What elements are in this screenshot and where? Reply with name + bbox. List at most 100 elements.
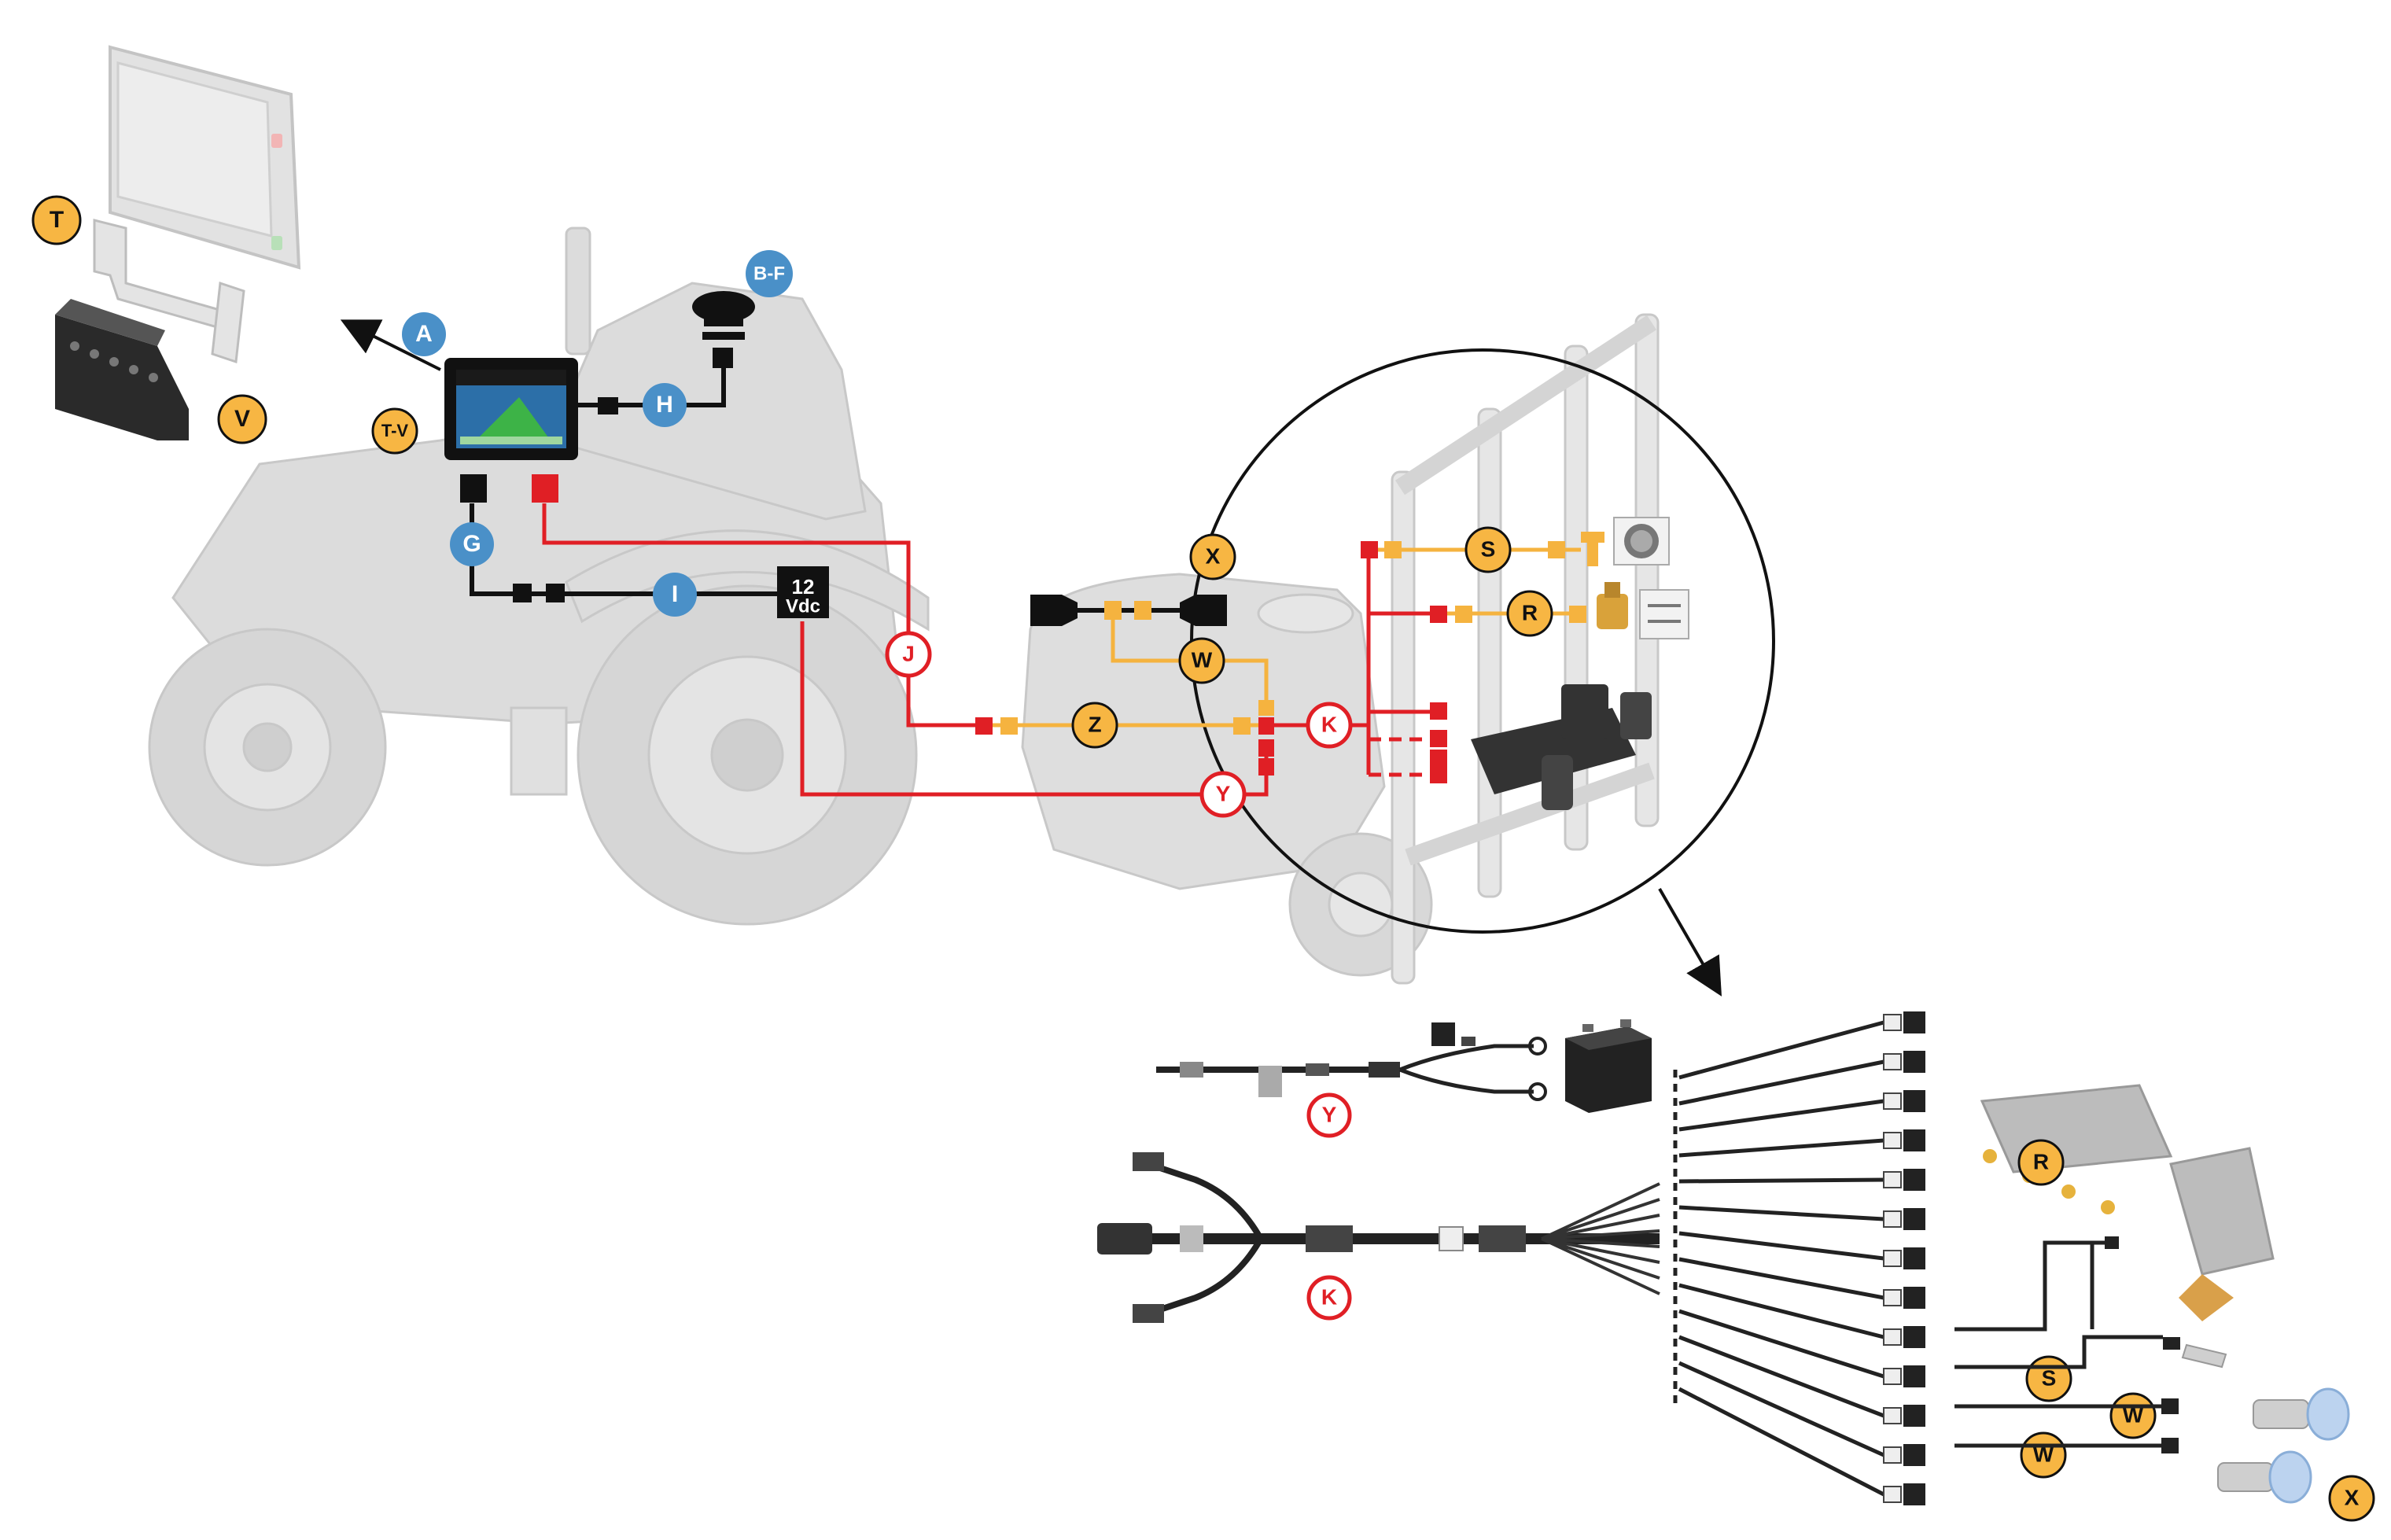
branch-plug xyxy=(1903,1326,1925,1348)
mounting-bracket-illustration xyxy=(93,219,245,364)
harness-branch xyxy=(1678,1059,1884,1106)
detail-label-K-text: K xyxy=(1321,1284,1337,1309)
ecu-module-illustration xyxy=(55,299,189,440)
flow-symbol-icon xyxy=(1639,589,1689,639)
harness-branch xyxy=(1678,1283,1884,1339)
detail-label-W-1[interactable]: W xyxy=(2109,1392,2157,1439)
valve-manifold-illustration xyxy=(1471,684,1652,810)
label-A[interactable]: A xyxy=(402,312,446,356)
black-connectors xyxy=(460,348,1227,626)
label-T-V[interactable]: T-V xyxy=(371,407,418,455)
harness-branches xyxy=(1673,1011,1925,1505)
detail-label-R-text: R xyxy=(2033,1149,2049,1173)
label-G[interactable]: G xyxy=(450,522,494,566)
detail-label-S-text: S xyxy=(2042,1365,2057,1390)
label-I[interactable]: I xyxy=(653,573,697,617)
harness-branch xyxy=(1678,1387,1885,1497)
branch-connector xyxy=(1883,1250,1902,1267)
branch-connector xyxy=(1883,1328,1902,1346)
branch-plug xyxy=(1903,1169,1925,1191)
label-Y-text: Y xyxy=(1216,781,1231,805)
branch-connector xyxy=(1883,1171,1902,1188)
power-label-line1: 12 xyxy=(792,575,815,599)
branch-plug xyxy=(1903,1287,1925,1309)
detail-wire-ends xyxy=(2161,1398,2179,1453)
power-label-line2: Vdc xyxy=(786,595,820,617)
label-A-text: A xyxy=(415,321,433,347)
harness-branch xyxy=(1678,1205,1884,1221)
gps-antenna-icon xyxy=(692,291,755,340)
detail-label-X-text: X xyxy=(2345,1485,2360,1509)
label-Y[interactable]: Y xyxy=(1199,771,1247,818)
label-W[interactable]: W xyxy=(1178,637,1225,684)
detail-label-X[interactable]: X xyxy=(2328,1475,2375,1522)
detail-label-K[interactable]: K xyxy=(1306,1275,1352,1321)
label-K[interactable]: K xyxy=(1306,702,1353,749)
regulator-valve-icon xyxy=(1597,582,1628,629)
branch-connector xyxy=(1883,1289,1902,1306)
branch-plug xyxy=(1903,1011,1925,1033)
flow-sensor-detail-1 xyxy=(2253,1387,2350,1441)
harness-branch xyxy=(1678,1099,1884,1132)
pressure-gauge-icon xyxy=(1613,517,1670,566)
branch-connector xyxy=(1883,1132,1902,1149)
detail-label-Y[interactable]: Y xyxy=(1306,1092,1352,1138)
label-Z-text: Z xyxy=(1088,712,1101,736)
label-S-text: S xyxy=(1481,536,1496,561)
branch-connector xyxy=(1883,1053,1902,1070)
label-T-V-text: T-V xyxy=(381,421,409,440)
red-connectors xyxy=(532,474,1447,783)
label-X-text: X xyxy=(1206,543,1221,568)
branch-plug xyxy=(1903,1444,1925,1466)
detail-label-Y-text: Y xyxy=(1322,1102,1337,1126)
label-J-text: J xyxy=(902,641,915,665)
label-H[interactable]: H xyxy=(643,383,687,427)
label-R[interactable]: R xyxy=(1506,590,1553,637)
label-B-F[interactable]: B-F xyxy=(746,250,793,297)
branch-plug xyxy=(1903,1129,1925,1151)
harness-branch xyxy=(1678,1020,1884,1080)
harness-branch xyxy=(1678,1177,1884,1184)
branch-connector xyxy=(1883,1014,1902,1031)
detail-label-S[interactable]: S xyxy=(2025,1355,2072,1402)
detail-arrow xyxy=(1658,888,1722,997)
harness-branch xyxy=(1678,1138,1884,1158)
tractor-illustration xyxy=(148,227,930,926)
branch-plug xyxy=(1903,1208,1925,1230)
explode-arrow xyxy=(340,319,441,371)
pressure-sensor-icon xyxy=(1581,532,1604,566)
valve-block-illustration xyxy=(1980,1084,2275,1329)
harness-branch xyxy=(1678,1361,1885,1457)
detail-label-R[interactable]: R xyxy=(2017,1139,2065,1186)
label-X[interactable]: X xyxy=(1189,533,1236,580)
orange-connectors xyxy=(1000,541,1586,735)
branch-plug xyxy=(1903,1405,1925,1427)
flow-sensor-detail-2 xyxy=(2217,1450,2312,1504)
label-G-text: G xyxy=(462,531,481,557)
power-harness-illustration xyxy=(1156,1022,1547,1101)
display-monitor-illustration xyxy=(109,45,301,270)
battery-illustration xyxy=(1565,1019,1652,1113)
label-R-text: R xyxy=(1522,600,1538,624)
label-I-text: I xyxy=(672,581,678,607)
label-Z[interactable]: Z xyxy=(1071,702,1118,749)
branch-plug xyxy=(1903,1051,1925,1073)
harness-branch xyxy=(1678,1309,1884,1379)
power-12vdc-box: 12 Vdc xyxy=(777,566,829,618)
branch-connector xyxy=(1883,1486,1902,1503)
label-J[interactable]: J xyxy=(885,631,932,678)
branch-plug xyxy=(1903,1090,1925,1112)
branch-connector xyxy=(1883,1092,1902,1110)
label-T[interactable]: T xyxy=(31,195,82,245)
label-S[interactable]: S xyxy=(1464,526,1512,573)
label-V[interactable]: V xyxy=(217,394,267,444)
pressure-sensor-detail xyxy=(2163,1337,2227,1369)
branch-plug xyxy=(1903,1247,1925,1269)
branch-connector xyxy=(1883,1446,1902,1464)
harness-branch xyxy=(1678,1335,1884,1418)
console-display[interactable] xyxy=(444,358,578,460)
harness-branch xyxy=(1678,1231,1884,1261)
label-W-text: W xyxy=(1192,647,1213,672)
detail-label-W-2[interactable]: W xyxy=(2020,1431,2067,1479)
